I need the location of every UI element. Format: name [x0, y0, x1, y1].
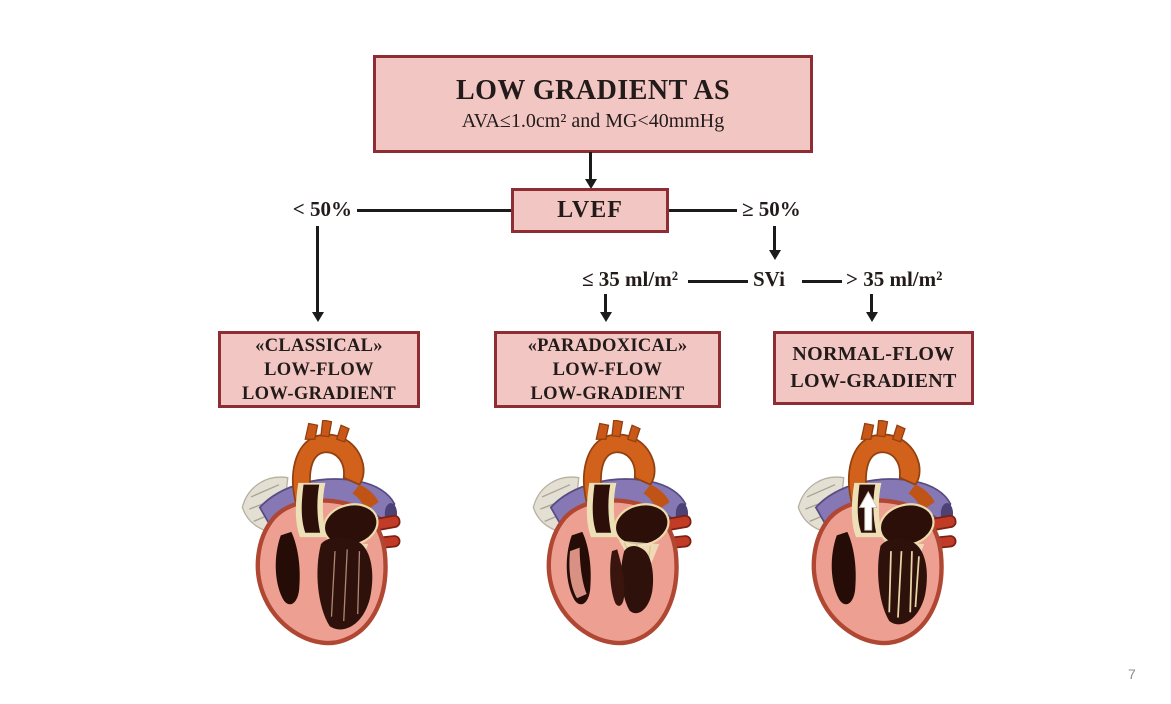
root-box-criteria: AVA≤1.0cm² and MG<40mmHg — [461, 110, 725, 133]
connector-to-paradoxical — [604, 294, 607, 314]
hypertrophied-left-ventricle-heart-icon — [521, 420, 696, 656]
root-box-title: LOW GRADIENT AS — [455, 74, 731, 106]
outcome-classical-line1: «CLASSICAL» — [255, 335, 383, 356]
decision-box-lvef: LVEF — [511, 188, 669, 233]
lvef-right-branch-label: ≥ 50% — [742, 197, 801, 221]
arrowhead-to-paradoxical — [600, 312, 612, 322]
outcome-paradoxical-line3: LOW-GRADIENT — [530, 383, 685, 404]
outcome-box-normal-flow: NORMAL-FLOW LOW-GRADIENT — [773, 331, 974, 405]
outcome-box-classical: «CLASSICAL» LOW-FLOW LOW-GRADIENT — [218, 331, 420, 408]
arrowhead-to-normal-flow — [866, 312, 878, 322]
outcome-paradoxical-line2: LOW-FLOW — [552, 359, 663, 380]
outcome-normal-flow-line2: LOW-GRADIENT — [790, 370, 957, 392]
svi-right-branch-label: > 35 ml/m² — [846, 267, 943, 291]
arrowhead-root-to-lvef — [585, 179, 597, 189]
svi-left-branch-label: ≤ 35 ml/m² — [582, 267, 678, 291]
svi-label: SVi — [753, 267, 785, 291]
outcome-classical-line3: LOW-GRADIENT — [241, 383, 396, 404]
connector-root-to-lvef — [589, 152, 592, 181]
outcome-paradoxical-line1: «PARADOXICAL» — [527, 335, 688, 356]
page-number: 7 — [1128, 666, 1136, 682]
outcome-classical-line2: LOW-FLOW — [264, 359, 374, 380]
lvef-label: LVEF — [557, 197, 623, 223]
connector-svi-left — [688, 280, 748, 283]
normal-flow-heart-up-arrow-icon — [786, 420, 961, 656]
arrowhead-lvef-to-svi — [769, 250, 781, 260]
connector-lvef-left — [357, 209, 511, 212]
arrowhead-to-classical — [312, 312, 324, 322]
connector-svi-right — [802, 280, 842, 283]
dilated-left-ventricle-heart-icon — [230, 420, 405, 656]
lvef-left-branch-label: < 50% — [292, 197, 352, 221]
connector-to-normal-flow — [870, 294, 873, 314]
connector-lvef-to-svi — [773, 226, 776, 252]
connector-lvef-right — [669, 209, 737, 212]
root-box-low-gradient-as: LOW GRADIENT AS AVA≤1.0cm² and MG<40mmHg — [373, 55, 813, 153]
up-arrow-icon — [858, 490, 878, 531]
outcome-box-paradoxical: «PARADOXICAL» LOW-FLOW LOW-GRADIENT — [494, 331, 721, 408]
outcome-normal-flow-line1: NORMAL-FLOW — [792, 343, 955, 365]
connector-to-classical — [316, 226, 319, 314]
